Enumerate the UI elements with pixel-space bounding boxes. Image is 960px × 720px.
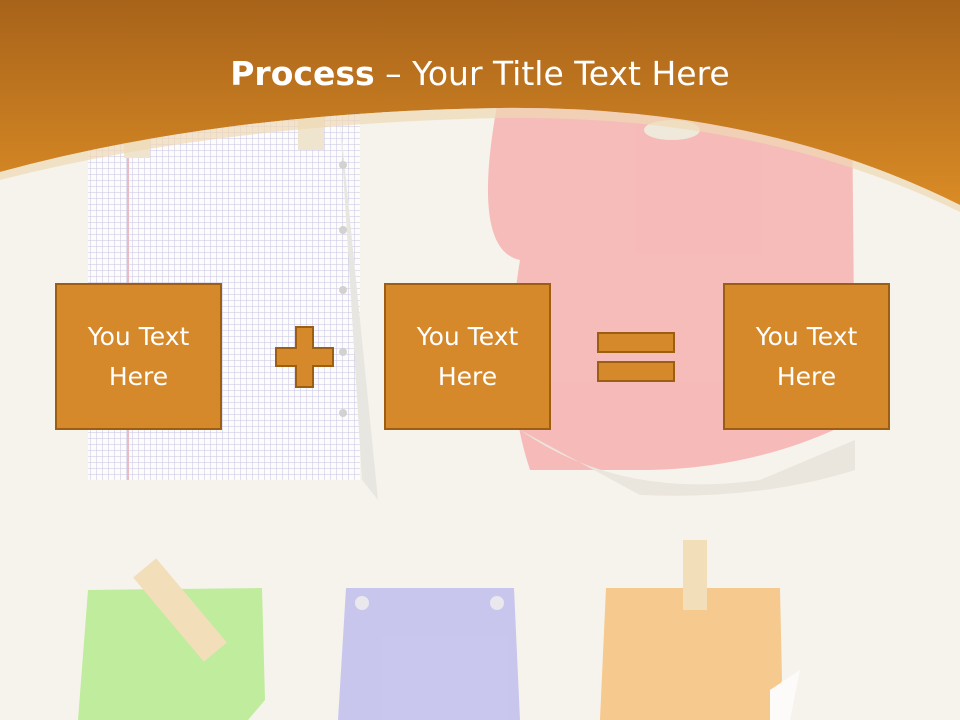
process-box-2-text: You Text Here: [416, 321, 519, 391]
process-box-2[interactable]: You Text Here: [384, 283, 551, 430]
header-band: [0, 0, 960, 205]
slide-title: Process – Your Title Text Here: [0, 52, 960, 96]
process-box-3-text: You Text Here: [755, 321, 858, 391]
title-bold: Process: [230, 54, 375, 93]
plus-icon: [275, 326, 334, 388]
equals-icon: [597, 332, 675, 382]
title-rest: – Your Title Text Here: [374, 54, 730, 93]
process-box-3[interactable]: You Text Here: [723, 283, 890, 430]
process-box-1[interactable]: You Text Here: [55, 283, 222, 430]
bottom-notes: [78, 540, 800, 720]
process-box-1-text: You Text Here: [87, 321, 190, 391]
